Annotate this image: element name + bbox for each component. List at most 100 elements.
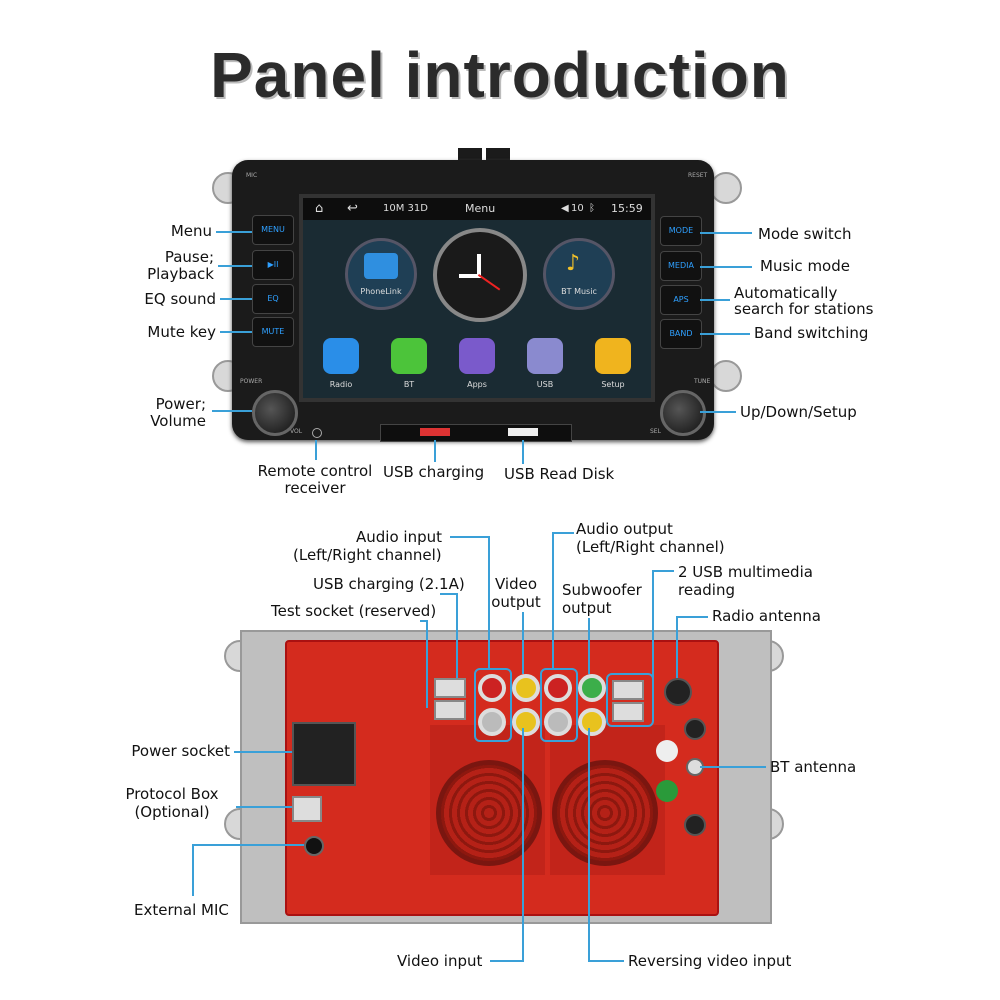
leader-radio-antenna-v [676, 616, 678, 678]
rear-usb-2[interactable] [612, 702, 644, 722]
leader-mute [220, 331, 252, 333]
external-mic-jack[interactable] [304, 836, 324, 856]
leader-usb-charging-rear-h [440, 593, 458, 595]
leader-audio-out-h [552, 532, 574, 534]
apps-app-icon[interactable] [459, 338, 495, 374]
rear-usb-1[interactable] [612, 680, 644, 700]
status-bar: ⌂ ↩ 10M 31D Menu ◀ 10 ᛒ 15:59 [303, 198, 651, 220]
volume-icon: ◀ [561, 203, 569, 214]
app-label-setup: Setup [601, 380, 625, 389]
app-label-bt: BT [403, 380, 415, 389]
leader-eq [220, 298, 252, 300]
video-out[interactable] [512, 674, 540, 702]
top-tab-left [458, 148, 482, 162]
label-audio-in-2: (Left/Right channel) [293, 546, 442, 564]
leader-menu [216, 231, 252, 233]
pause-play-button[interactable]: ▶II [252, 250, 294, 280]
leader-test-socket-v [426, 620, 428, 708]
radio-app-icon[interactable] [323, 338, 359, 374]
usb-charging-port[interactable] [420, 428, 450, 436]
mount-ear-right-bottom [710, 360, 742, 392]
audio-in-highlight [474, 668, 512, 742]
leader-audio-in-h [450, 536, 490, 538]
back-icon[interactable]: ↩ [347, 201, 358, 216]
fan-right [552, 760, 658, 866]
rear-usb-charging[interactable] [434, 678, 466, 698]
video-in[interactable] [512, 708, 540, 736]
leader-video-in-v [522, 728, 524, 962]
phonelink-widget[interactable]: PhoneLink [345, 238, 417, 310]
leader-protocol [236, 806, 292, 808]
leader-audio-in-v [488, 536, 490, 668]
rear-test-socket[interactable] [434, 700, 466, 720]
clock-second-hand [477, 274, 501, 291]
label-auto-1: Automatically [734, 284, 838, 302]
leader-music [700, 266, 752, 268]
status-date: 10M 31D [383, 203, 428, 214]
audio-in-right[interactable] [478, 708, 506, 736]
power-label: POWER [240, 378, 263, 385]
label-remote-2: receiver [284, 479, 346, 497]
label-sub-2: output [562, 599, 612, 617]
app-label-usb: USB [536, 380, 554, 389]
bt-music-label: BT Music [561, 287, 597, 296]
label-mode: Mode switch [758, 225, 852, 243]
dab-port[interactable] [684, 814, 706, 836]
label-test-socket: Test socket (reserved) [271, 602, 437, 620]
ce-mark-icon [656, 740, 678, 762]
label-updown: Up/Down/Setup [740, 403, 857, 421]
mount-ear-right-top [710, 172, 742, 204]
gps-port[interactable] [684, 718, 706, 740]
touch-screen[interactable]: ⌂ ↩ 10M 31D Menu ◀ 10 ᛒ 15:59 PhoneLink … [299, 194, 655, 402]
protocol-box-port[interactable] [292, 796, 322, 822]
eq-button[interactable]: EQ [252, 284, 294, 314]
leader-usb-charging [434, 440, 436, 462]
leader-bt-antenna [700, 766, 766, 768]
leader-usb-charging-rear-v [456, 593, 458, 678]
leader-audio-out-v [552, 532, 554, 668]
radio-antenna-port[interactable] [664, 678, 692, 706]
power-socket[interactable] [292, 722, 356, 786]
subwoofer-out[interactable] [578, 674, 606, 702]
mode-button[interactable]: MODE [660, 216, 702, 246]
leader-usb2-h [652, 570, 674, 572]
clock-minute-hand [459, 274, 481, 278]
media-button[interactable]: MEDIA [660, 251, 702, 281]
label-usb2-2: reading [678, 581, 735, 599]
label-protocol-1: Protocol Box [125, 785, 219, 803]
band-button[interactable]: BAND [660, 319, 702, 349]
leader-test-socket-h [420, 620, 428, 622]
label-protocol-2: (Optional) [134, 803, 210, 821]
leader-sub [588, 618, 590, 674]
aps-button[interactable]: APS [660, 285, 702, 315]
leader-video-out [522, 612, 524, 674]
label-audio-in-1: Audio input [356, 528, 442, 546]
bt-music-widget[interactable]: ♪ BT Music [543, 238, 615, 310]
audio-out-right[interactable] [544, 708, 572, 736]
label-pause-2: Playback [147, 265, 214, 283]
audio-in-left[interactable] [478, 674, 506, 702]
power-volume-knob[interactable] [252, 390, 298, 436]
clock-hour-hand [477, 254, 481, 276]
music-note-icon: ♪ [566, 251, 581, 276]
label-radio-antenna: Radio antenna [712, 607, 821, 625]
setup-app-icon[interactable] [595, 338, 631, 374]
label-ext-mic: External MIC [134, 901, 229, 919]
usb-app-icon[interactable] [527, 338, 563, 374]
fan-left [436, 760, 542, 866]
home-icon[interactable]: ⌂ [315, 201, 324, 216]
label-usb-read: USB Read Disk [504, 465, 615, 483]
leader-mode [700, 232, 752, 234]
audio-out-left[interactable] [544, 674, 572, 702]
mute-button[interactable]: MUTE [252, 317, 294, 347]
usb-read-port[interactable] [508, 428, 538, 436]
leader-power-socket [234, 751, 292, 753]
tune-knob[interactable] [660, 390, 706, 436]
remote-receiver-icon [312, 428, 322, 438]
bt-phone-app-icon[interactable] [391, 338, 427, 374]
menu-button[interactable]: MENU [252, 215, 294, 245]
volume-value: 10 [571, 203, 584, 214]
sel-label: SEL [650, 428, 661, 435]
label-music: Music mode [760, 257, 850, 275]
reversing-video-in[interactable] [578, 708, 606, 736]
